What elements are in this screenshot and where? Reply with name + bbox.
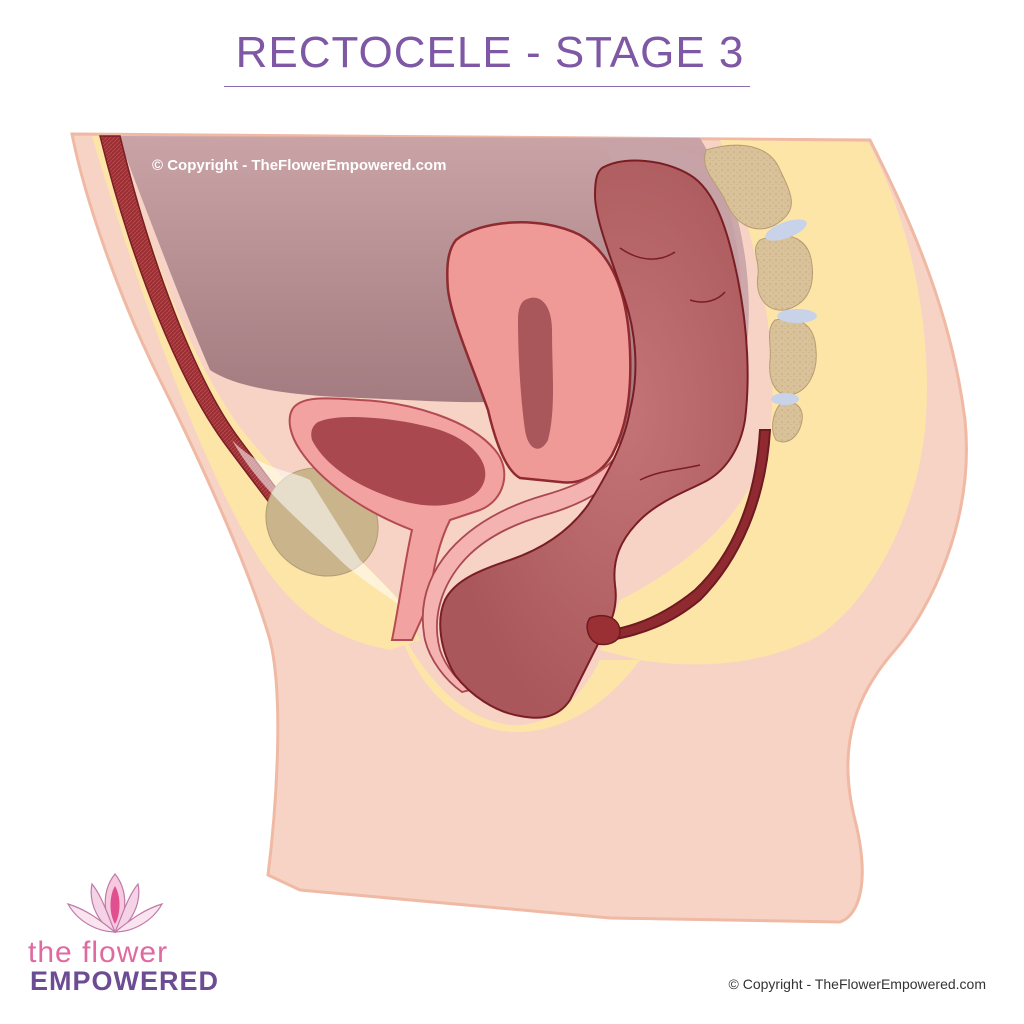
rectum-fold: [689, 291, 726, 303]
title-underline: [224, 86, 750, 87]
sacrum-vertebrae: [704, 144, 817, 443]
rectum-fold: [639, 464, 701, 481]
bladder-lumen: [311, 416, 486, 506]
logo-text-top: the flower: [28, 936, 169, 969]
vaginal-canal: [421, 397, 639, 693]
lotus-icon: [66, 873, 164, 934]
diagram-title: RECTOCELE - STAGE 3: [235, 28, 745, 77]
fat-layer-posterior: [600, 140, 927, 665]
fat-layer-perineal: [395, 620, 640, 733]
rectum-fold: [619, 247, 676, 260]
uterine-cavity: [518, 297, 553, 449]
rectum: [439, 159, 749, 719]
copyright-watermark: © Copyright - TheFlowerEmpowered.com: [152, 157, 447, 174]
logo-text-bottom: EMPOWERED: [30, 966, 220, 996]
pubic-ligament: [232, 440, 405, 610]
anal-sphincter: [586, 614, 621, 646]
copyright-footer: © Copyright - TheFlowerEmpowered.com: [728, 976, 986, 992]
